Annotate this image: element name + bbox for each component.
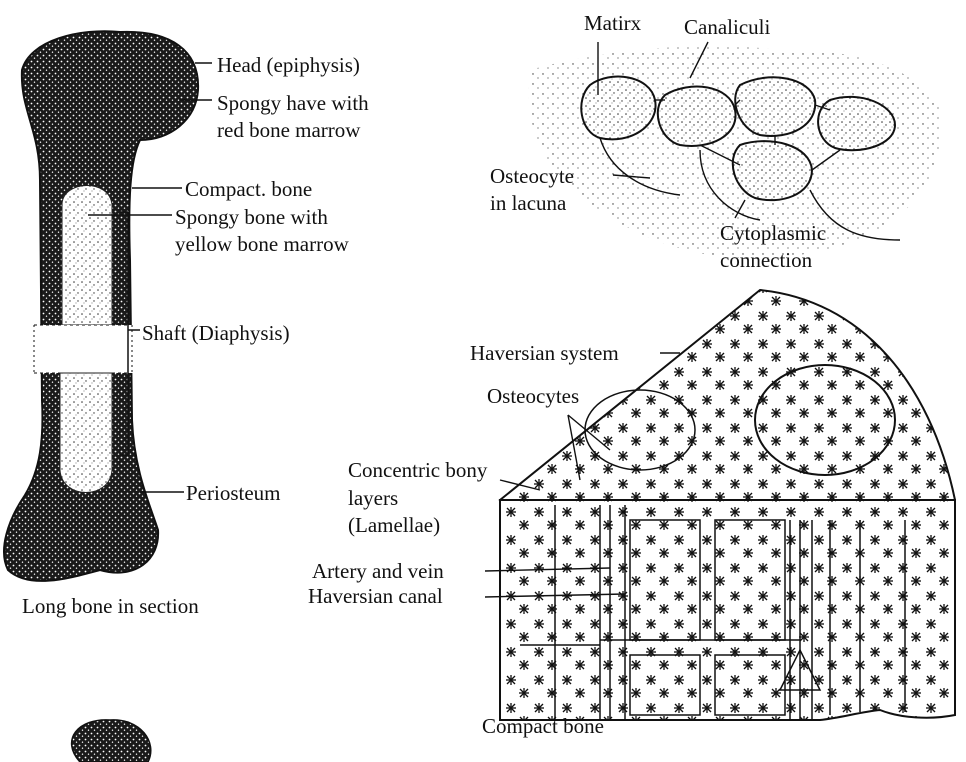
block-front-face [500,500,955,720]
label-periosteum: Periosteum [186,480,281,506]
shaft-break [30,325,134,373]
label-shaft-diaphysis: Shaft (Diaphysis) [142,320,290,346]
label-spongy-yellow-line2: yellow bone marrow [175,231,349,257]
label-concentric-line3: (Lamellae) [348,512,440,538]
long-bone-figure [4,31,212,581]
label-concentric-line2: layers [348,485,398,511]
lacuna-5 [733,141,812,200]
spongy-yellow-lower [60,373,112,493]
label-osteocyte-line1: Osteocyte [490,163,574,189]
haversian-system-circle [755,365,895,475]
label-cytoplasmic-line2: connection [720,247,812,273]
caption-compact-bone: Compact bone [482,713,604,739]
lacuna-3 [735,77,815,136]
caption-long-bone: Long bone in section [22,593,199,619]
label-haversian-canal: Haversian canal [308,583,443,609]
label-compact-bone: Compact. bone [185,176,312,202]
label-spongy-red-line1: Spongy have with [217,90,369,116]
label-matrix: Matirx [584,10,641,36]
label-haversian-system: Haversian system [470,340,619,366]
label-spongy-yellow-line1: Spongy bone with [175,204,328,230]
label-canaliculi: Canaliculi [684,14,770,40]
label-cytoplasmic-line1: Cytoplasmic [720,220,826,246]
label-concentric-line1: Concentric bony [348,457,487,483]
label-head-epiphysis: Head (epiphysis) [217,52,360,78]
label-spongy-red-line2: red bone marrow [217,117,360,143]
label-osteocytes: Osteocytes [487,383,579,409]
label-osteocyte-line2: in lacuna [490,190,566,216]
spongy-yellow-upper [62,185,112,325]
lacuna-2 [658,87,736,146]
label-artery-vein: Artery and vein [312,558,444,584]
partial-bone-bottom [72,720,151,762]
